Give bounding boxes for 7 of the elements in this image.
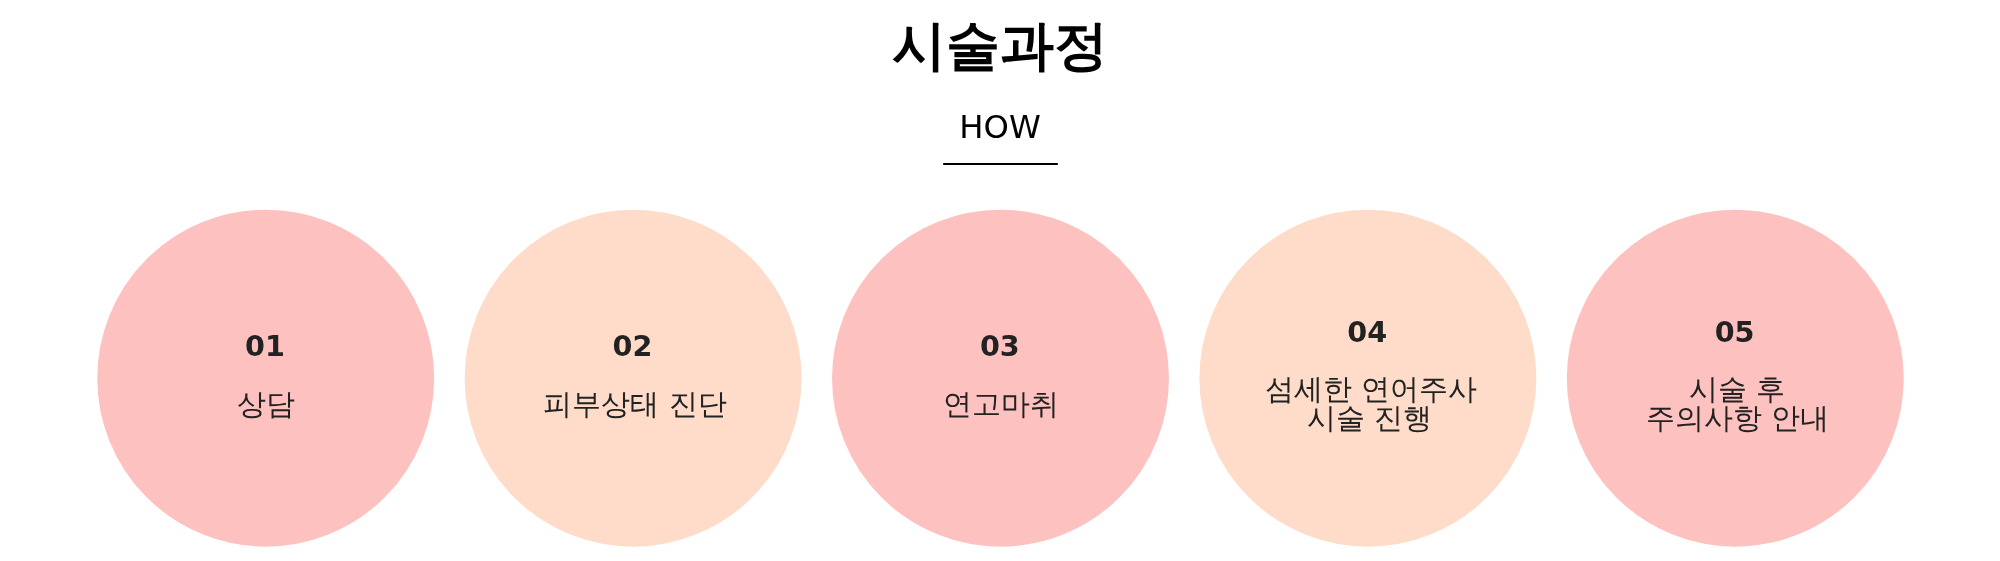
node-circle: 01 상담 — [96, 209, 434, 547]
node-circle: 05 시술 후 주의사항 안내 — [1566, 209, 1904, 547]
node-circle: 03 연고마취 — [831, 209, 1169, 547]
node-circle: 04 섬세한 연어주사 시술 진행 — [1198, 209, 1536, 547]
diagram-title: 시술과정 — [891, 13, 1108, 77]
label: HOW — [958, 107, 1041, 146]
node-circle: 02 피부상태 진단 — [464, 209, 802, 547]
